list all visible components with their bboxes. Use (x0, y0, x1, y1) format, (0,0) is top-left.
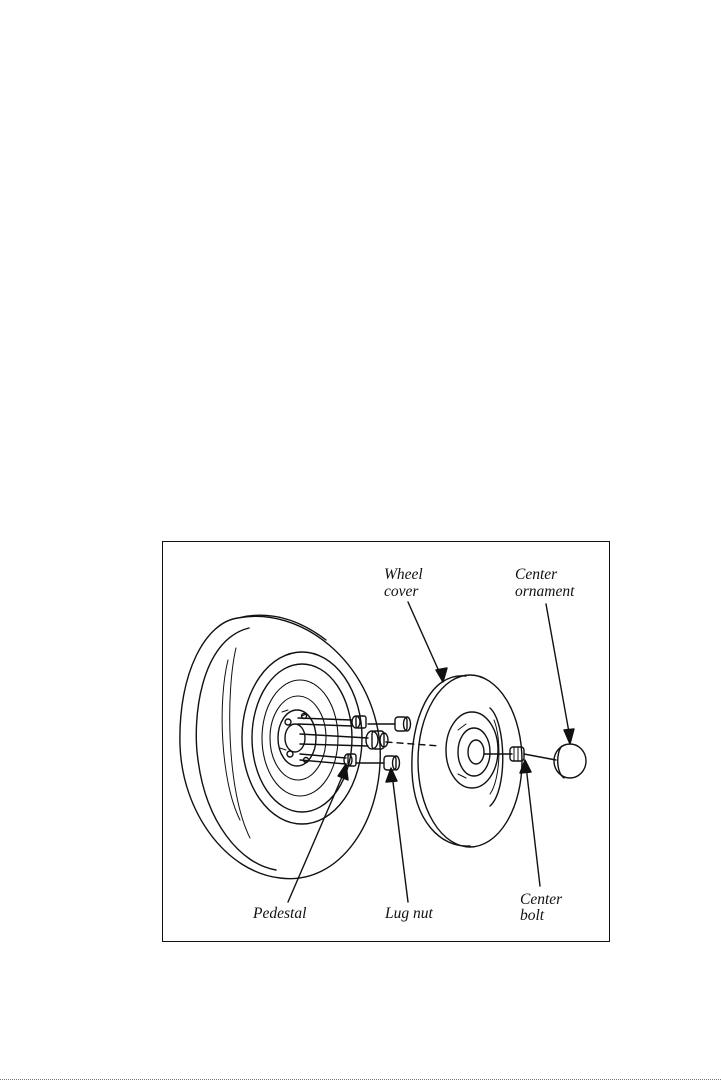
center-ornament (554, 744, 586, 778)
labels: Wheel cover Center ornament Pedestal Lug… (252, 566, 575, 924)
label-center-bolt-line2: bolt (520, 907, 545, 924)
label-lug-nut: Lug nut (384, 905, 433, 922)
label-wheel-cover-line2: cover (384, 583, 419, 600)
label-center-bolt-line1: Center (520, 891, 563, 908)
label-wheel-cover-line1: Wheel (384, 566, 423, 583)
lug-nuts (356, 717, 440, 770)
label-center-ornament-line1: Center (515, 566, 558, 583)
center-bolt (484, 747, 556, 761)
label-pedestal: Pedestal (252, 905, 306, 922)
tire (180, 615, 380, 878)
label-center-ornament-line2: ornament (515, 583, 575, 600)
wheel-cover (412, 675, 522, 847)
bottom-rule (0, 1079, 721, 1080)
wheel-rim (242, 652, 362, 824)
